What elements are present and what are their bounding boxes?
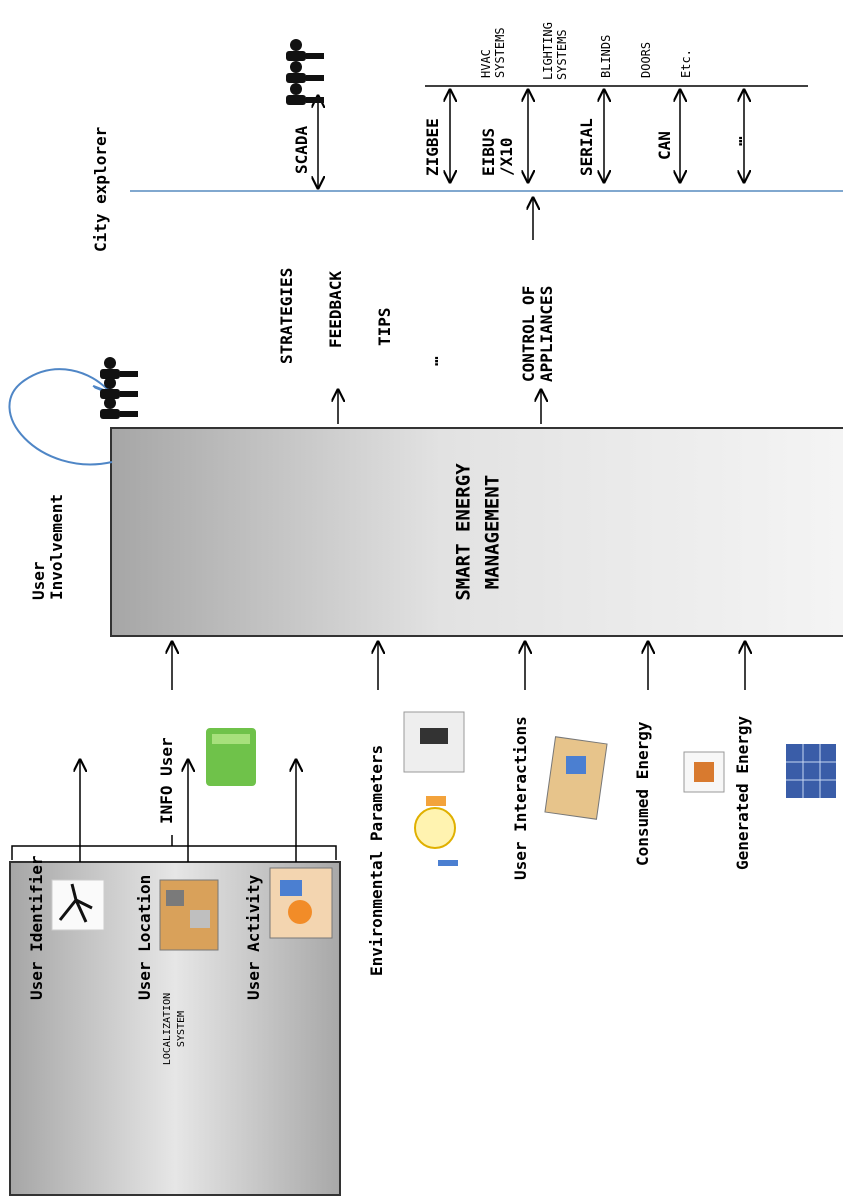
building-location-icon xyxy=(159,879,219,951)
user-activity-icon xyxy=(269,867,333,939)
label-etc: Etc. xyxy=(679,49,693,78)
label-serial: SERIAL xyxy=(577,118,596,176)
label-protocol-ellipsis: … xyxy=(727,136,746,146)
people-icon-sem xyxy=(100,357,138,419)
smart-energy-management-box xyxy=(110,427,843,637)
label-user-location: User Location xyxy=(135,874,154,1000)
label-tips: TIPS xyxy=(375,307,394,346)
label-info-user: INFO User xyxy=(157,737,176,824)
label-feedback: FEEDBACK xyxy=(326,270,345,348)
energy-meter-icon xyxy=(683,751,725,793)
label-user-involvement: User Involvement xyxy=(29,494,67,600)
smart-energy-management-label-wrap: SMART ENERGY MANAGEMENT xyxy=(111,428,843,636)
label-city-explorer: City explorer xyxy=(91,126,110,252)
label-user-identifier: User Identifier xyxy=(27,855,46,1001)
label-doors: DOORS xyxy=(639,41,653,78)
label-hvac-systems: HVAC SYSTEMS xyxy=(479,27,507,78)
label-lighting-systems: LIGHTING SYSTEMS xyxy=(541,22,569,80)
solar-panel-icon xyxy=(786,744,836,798)
smart-energy-management-label: SMART ENERGY MANAGEMENT xyxy=(452,463,503,601)
folder-icon xyxy=(206,728,256,786)
label-outputs-ellipsis: … xyxy=(423,356,442,366)
label-consumed-energy: Consumed Energy xyxy=(633,721,652,867)
localization-system-label-wrap: LOCALIZATION SYSTEM xyxy=(10,862,340,1195)
label-user-activity: User Activity xyxy=(244,874,263,1000)
sensor-device-icon xyxy=(403,711,465,773)
localization-system-label: LOCALIZATION SYSTEM xyxy=(162,992,187,1065)
label-environmental-parameters: Environmental Parameters xyxy=(367,744,386,976)
label-user-interactions: User Interactions xyxy=(511,716,530,880)
appliance-control-icon xyxy=(544,736,608,820)
people-icon-top xyxy=(286,39,324,105)
walking-person-icon xyxy=(51,879,105,931)
label-control-of-appliances: CONTROL OF APPLIANCES xyxy=(519,285,557,382)
label-blinds: BLINDS xyxy=(599,34,613,78)
label-eibus: EIBUS /X10 xyxy=(479,127,517,176)
label-generated-energy: Generated Energy xyxy=(733,715,752,870)
lightbulb-icon xyxy=(414,796,458,866)
label-can: CAN xyxy=(655,131,674,160)
label-strategies: STRATEGIES xyxy=(277,267,296,364)
info-user-brace xyxy=(11,835,337,860)
user-involvement-loop xyxy=(8,368,112,466)
label-scada: SCADA xyxy=(292,125,311,174)
label-zigbee: ZIGBEE xyxy=(423,118,442,176)
